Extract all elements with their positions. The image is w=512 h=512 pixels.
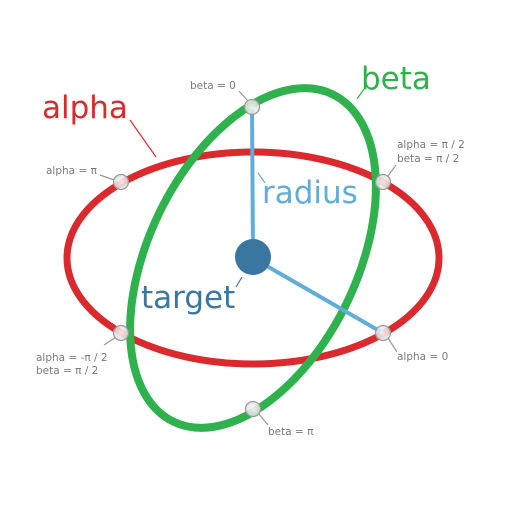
alpha-mpi2-text-line2: beta = π / 2 <box>36 365 98 377</box>
radius-line-vertical <box>250 106 255 257</box>
beta-0-text: beta = 0 <box>190 80 236 92</box>
marker-beta-0 <box>243 98 261 116</box>
marker-alpha-pi <box>112 173 130 191</box>
radius-line-diagonal <box>252 256 384 335</box>
alpha-0-text: alpha = 0 <box>397 351 448 363</box>
alpha-mpi2-text-line1: alpha = -π / 2 <box>36 352 108 364</box>
alpha-pi-text: alpha = π <box>46 165 98 177</box>
beta-0-leader <box>238 90 249 102</box>
alpha-label: alpha <box>42 90 128 126</box>
beta-pi-text: beta = π <box>268 426 314 438</box>
radius-label: radius <box>262 175 358 211</box>
alpha-mpi2-leader <box>103 336 117 346</box>
marker-alpha-0 <box>374 324 392 342</box>
target-label: target <box>141 280 235 316</box>
alpha-pi2-text-line2: beta = π / 2 <box>397 153 459 165</box>
target-sphere <box>235 239 271 275</box>
marker-alpha-mpi2 <box>112 324 130 342</box>
beta-orbit <box>126 84 380 432</box>
target-leader-line <box>235 276 243 288</box>
radius-leader-line <box>257 172 266 184</box>
alpha-0-leader <box>387 337 398 353</box>
beta-leader-line <box>356 88 365 100</box>
alpha-leader-line <box>129 119 157 158</box>
beta-pi-leader <box>257 412 269 426</box>
marker-beta-pi <box>244 400 262 418</box>
alpha-pi-leader <box>99 174 115 181</box>
alpha-pi2-text-line1: alpha = π / 2 <box>397 139 465 151</box>
marker-alpha-pi2 <box>374 173 392 191</box>
alpha-pi2-leader <box>387 164 397 177</box>
beta-label: beta <box>361 61 431 97</box>
